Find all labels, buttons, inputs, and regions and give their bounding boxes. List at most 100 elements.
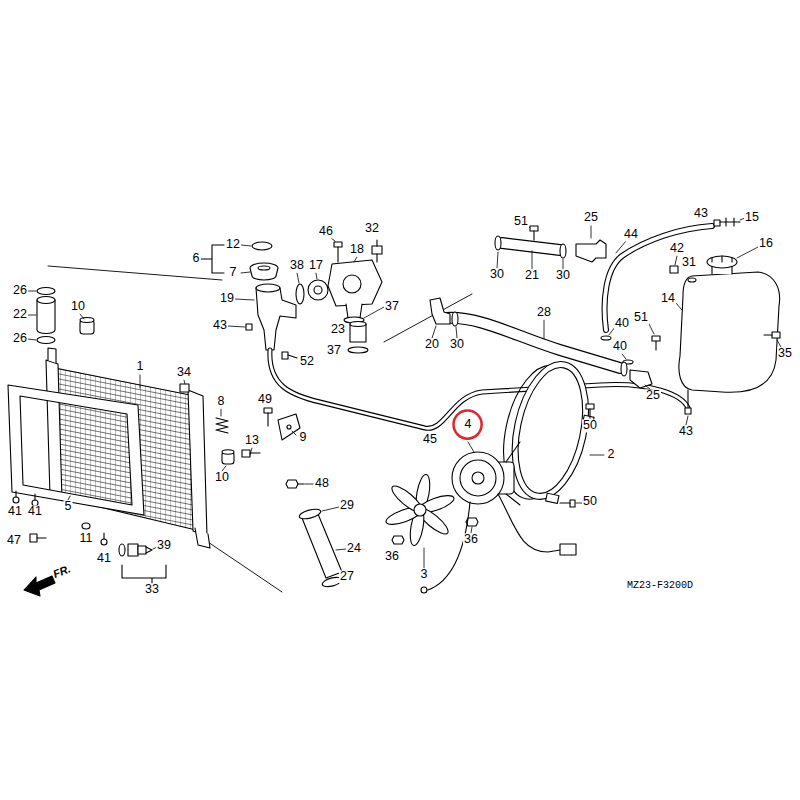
front-arrow xyxy=(24,576,55,596)
reserve-tank xyxy=(688,278,696,282)
callout-number: 45 xyxy=(422,433,438,446)
callout-number: 9 xyxy=(299,431,308,444)
callout-number: 10 xyxy=(70,300,86,313)
hose-and-clamps xyxy=(37,288,55,344)
hose-and-clamps xyxy=(286,480,298,488)
coolant-hose xyxy=(270,226,712,428)
small-parts xyxy=(264,408,272,413)
thermostat-housing xyxy=(348,347,368,353)
callout-number: 27 xyxy=(339,570,355,583)
leader-line xyxy=(645,385,650,389)
small-parts xyxy=(287,425,291,429)
leader-line xyxy=(616,241,626,253)
callout-number: 32 xyxy=(364,222,380,235)
leader-line xyxy=(28,291,36,292)
leader-line xyxy=(68,496,70,500)
leader-line xyxy=(140,375,141,388)
direction-label: FR. xyxy=(51,563,74,581)
thermostat-housing xyxy=(252,242,272,250)
coolant-hose xyxy=(446,318,620,368)
callout-number: 25 xyxy=(645,389,661,402)
callout-number: 46 xyxy=(318,225,334,238)
leader-line xyxy=(297,273,299,283)
leader-line xyxy=(241,245,251,246)
bracket-line xyxy=(122,565,166,583)
hose-fitting xyxy=(452,312,458,326)
reserve-tank xyxy=(685,408,691,414)
leader-line xyxy=(777,340,781,347)
callout-number: 17 xyxy=(308,259,324,272)
callout-number: 25 xyxy=(583,211,599,224)
thermostat-housing xyxy=(372,246,382,254)
callout-number: 13 xyxy=(244,434,260,447)
fan-motor xyxy=(421,442,576,593)
callout-number: 40 xyxy=(612,340,628,353)
thermostat-housing xyxy=(288,355,297,358)
callout-number: 21 xyxy=(524,269,540,282)
callout-number: 51 xyxy=(633,311,649,324)
fan-motor xyxy=(472,472,484,484)
hose-fitting xyxy=(655,341,656,350)
leader-line xyxy=(544,320,545,339)
fan-shroud xyxy=(508,362,593,500)
screw xyxy=(13,491,107,545)
callout-number: 41 xyxy=(96,552,112,565)
leader-line xyxy=(322,507,339,511)
thermostat-housing xyxy=(250,263,278,280)
callout-number: 16 xyxy=(758,237,774,250)
small-parts xyxy=(278,414,300,440)
callout-number: 52 xyxy=(299,355,315,368)
thermostat-housing xyxy=(246,324,252,330)
reserve-tank xyxy=(670,256,780,414)
radiator xyxy=(46,360,62,500)
leader-line xyxy=(235,299,254,300)
hose-and-clamps xyxy=(298,483,304,484)
thermostat-housing xyxy=(256,288,296,350)
callout-number: 43 xyxy=(693,207,709,220)
hose-fitting xyxy=(630,370,652,388)
reserve-tank xyxy=(687,390,688,408)
thermostat-housing xyxy=(308,280,328,300)
hose-fitting xyxy=(601,336,611,340)
callout-number: 15 xyxy=(744,211,760,224)
callout-number: 43 xyxy=(212,319,228,332)
bolt xyxy=(560,502,570,503)
hose-and-clamps xyxy=(302,514,342,578)
grommet xyxy=(80,318,94,323)
fan-switch xyxy=(119,544,125,556)
callout-number: 30 xyxy=(489,268,505,281)
screw xyxy=(82,523,90,529)
leader-line xyxy=(497,252,498,268)
leader-line xyxy=(590,455,604,456)
hose-and-clamps xyxy=(37,300,55,334)
callout-number: 1 xyxy=(136,360,145,373)
leader-line xyxy=(532,251,533,269)
callout-number: 30 xyxy=(555,269,571,282)
callout-number: 36 xyxy=(463,533,479,546)
leader-line xyxy=(292,431,296,435)
thermostat-housing xyxy=(256,284,280,292)
callout-number: 26 xyxy=(12,332,28,345)
fan-blade xyxy=(384,474,456,547)
bracket-line xyxy=(201,245,224,273)
small-parts xyxy=(250,452,260,453)
cooling-system-illustration xyxy=(8,218,781,596)
leader-line xyxy=(432,326,436,338)
bracket-line xyxy=(122,245,224,583)
screw xyxy=(37,537,46,538)
hose-fitting xyxy=(621,362,627,376)
leader-line xyxy=(241,272,250,273)
reserve-tank xyxy=(670,266,678,273)
small-parts xyxy=(180,384,300,457)
callout-number: 20 xyxy=(424,338,440,351)
thermostat-housing xyxy=(350,322,366,327)
small-parts xyxy=(216,418,228,433)
fan-blade xyxy=(384,474,456,547)
screw xyxy=(101,539,107,545)
callout-number: 50 xyxy=(582,419,598,432)
callout-number: 50 xyxy=(582,495,598,508)
callout-number: 42 xyxy=(669,242,685,255)
callout-circle: 4 xyxy=(452,409,483,440)
hose-fitting xyxy=(495,236,501,250)
leader-line xyxy=(675,302,682,310)
